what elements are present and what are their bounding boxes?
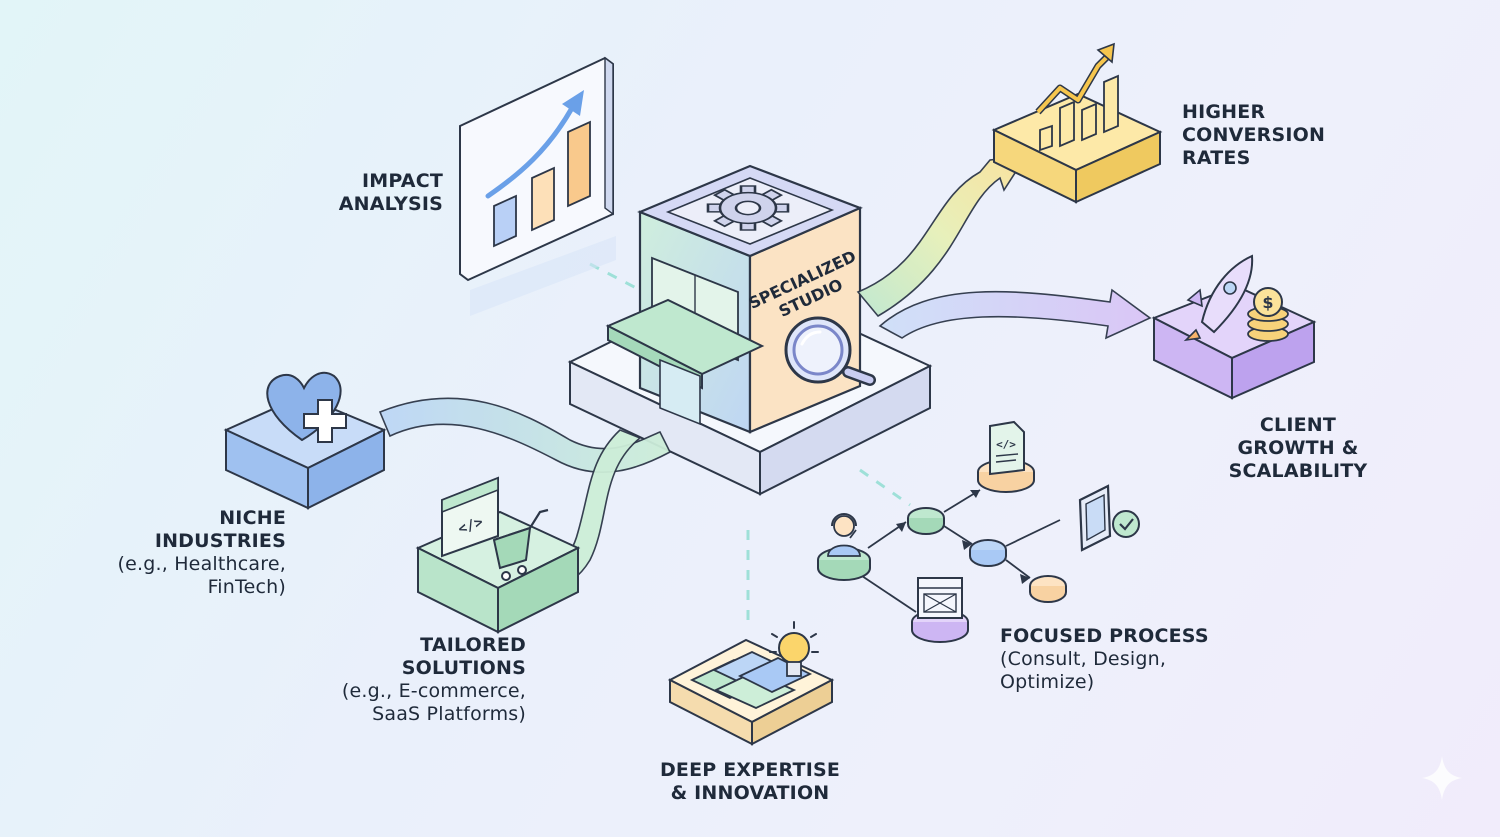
specialized-studio-hub: SPECIALIZED STUDIO xyxy=(567,164,933,496)
consultant-headset-icon xyxy=(817,513,871,581)
arrow-to-growth xyxy=(878,288,1152,340)
code-document-icon: </> xyxy=(977,420,1035,493)
label-deep-expertise: DEEP EXPERTISE & INNOVATION xyxy=(659,759,841,804)
process-node xyxy=(1029,575,1067,603)
process-node xyxy=(969,539,1007,567)
label-niche-industries: NICHE INDUSTRIES (e.g., Healthcare, FinT… xyxy=(117,507,286,598)
label-impact-analysis: IMPACT ANALYSIS xyxy=(338,170,443,215)
gear-icon xyxy=(706,185,790,231)
process-node xyxy=(907,507,945,535)
lightbulb-icon xyxy=(769,621,819,677)
conversion-block xyxy=(991,42,1163,204)
label-tailored-solutions: TAILORED SOLUTIONS (e.g., E-commerce, Sa… xyxy=(341,634,526,725)
svg-text:$: $ xyxy=(1262,293,1273,312)
dashed-connectors xyxy=(589,262,911,620)
sparkle-icon xyxy=(1422,756,1462,800)
wireframe-window-icon xyxy=(911,577,969,643)
tailored-solutions-block: </> xyxy=(415,476,581,634)
shopping-cart-icon xyxy=(492,508,549,581)
rocket-icon xyxy=(1183,254,1254,342)
niche-industries-block xyxy=(223,371,387,510)
deep-expertise-block xyxy=(667,621,835,746)
magnifier-icon xyxy=(784,316,876,386)
tablet-check-icon xyxy=(1078,484,1140,552)
ribbon-to-niche xyxy=(378,397,672,473)
focused-process-network: </> xyxy=(817,420,1140,643)
growth-chart-icon xyxy=(1035,42,1119,152)
label-focused-process: FOCUSED PROCESS (Consult, Design, Optimi… xyxy=(1000,625,1209,693)
svg-text:</>: </> xyxy=(996,438,1016,451)
label-higher-conversion: HIGHER CONVERSION RATES xyxy=(1182,101,1326,169)
code-window-icon: </> xyxy=(441,476,499,558)
bar-chart-icon xyxy=(485,90,591,248)
label-client-growth: CLIENT GROWTH & SCALABILITY xyxy=(1228,414,1368,482)
growth-block: $ xyxy=(1151,254,1317,400)
medical-cross-icon xyxy=(303,399,347,443)
impact-analysis-panel xyxy=(459,56,616,316)
coin-stack-icon: $ xyxy=(1247,287,1289,342)
